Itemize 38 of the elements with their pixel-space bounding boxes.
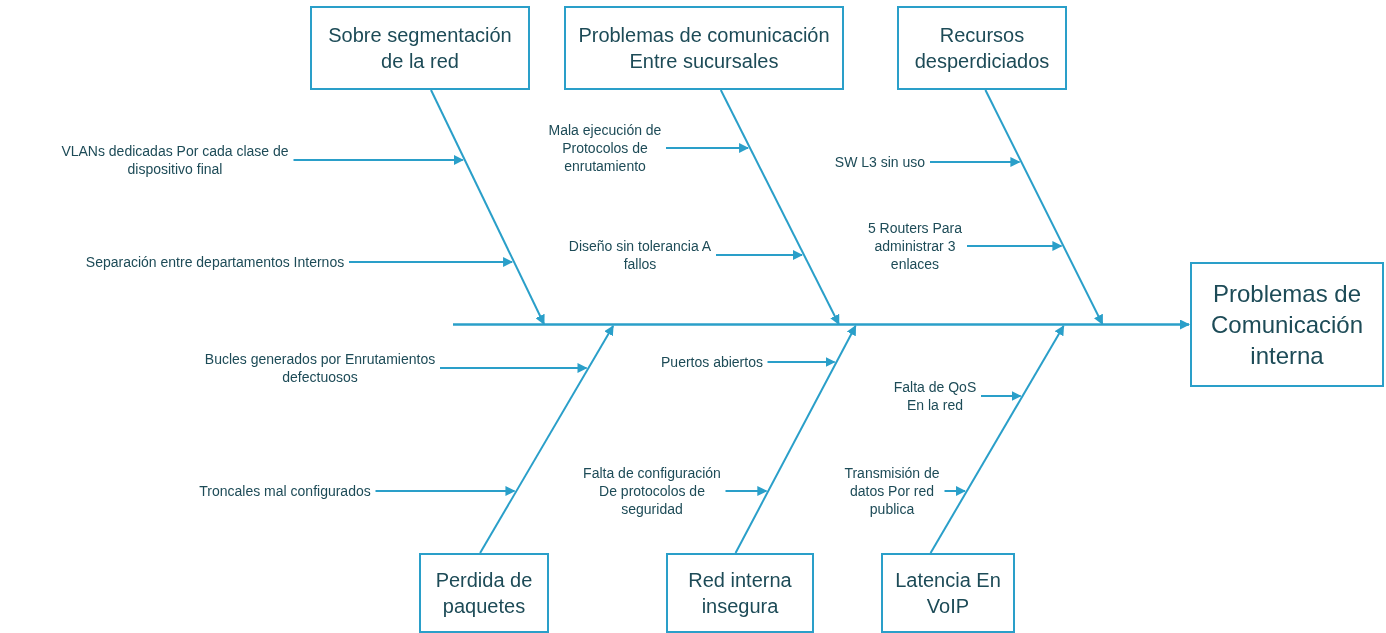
cause-label: Transmisión de datos Por red publica [843,463,941,519]
cause-arrow [980,391,1022,401]
bone-arrow [719,89,840,325]
category-box: Problemas de comunicación Entre sucursales [564,6,844,90]
cause-arrow [943,486,966,496]
cause-label: Puertos abiertos [660,352,764,372]
category-box: Latencia En VoIP [881,553,1015,633]
cause-arrow [724,486,768,496]
cause-arrow [966,241,1063,251]
cause-label: SW L3 sin uso [834,152,926,172]
category-box: Perdida de paquetes [419,553,549,633]
cause-arrow [715,250,803,260]
category-box: Red interna insegura [666,553,814,633]
cause-label: Bucles generados por Enrutamientos defectuosos [204,349,436,387]
cause-arrow [374,486,516,496]
effect-box: Problemas de Comunicación interna [1190,262,1384,387]
cause-label: Falta de configuración De protocolos de seguridad [582,463,722,519]
cause-label: Separación entre departamentos Internos [85,252,345,272]
cause-arrow [766,357,836,367]
cause-label: Falta de QoS En la red [893,377,977,415]
cause-arrow [292,155,464,165]
bone-arrow [929,325,1065,554]
cause-arrow [929,157,1021,167]
cause-label: 5 Routers Para administrar 3 enlaces [867,218,963,274]
cause-label: Diseño sin tolerancia A fallos [568,236,712,274]
cause-label: Mala ejecución de Protocolos de enrutamiento [548,120,662,176]
cause-label: Troncales mal configurados [198,481,372,501]
cause-arrow [665,143,750,153]
spine-arrow [453,319,1190,330]
bone-arrow [984,89,1104,325]
bone-arrow [734,325,857,554]
category-box: Sobre segmentación de la red [310,6,530,90]
category-box: Recursos desperdiciados [897,6,1067,90]
cause-label: VLANs dedicadas Por cada clase de dispositivo final [60,141,290,179]
bone-arrow [430,89,545,325]
bone-arrow [479,325,615,554]
cause-arrow [348,257,514,267]
cause-arrow [439,363,588,373]
